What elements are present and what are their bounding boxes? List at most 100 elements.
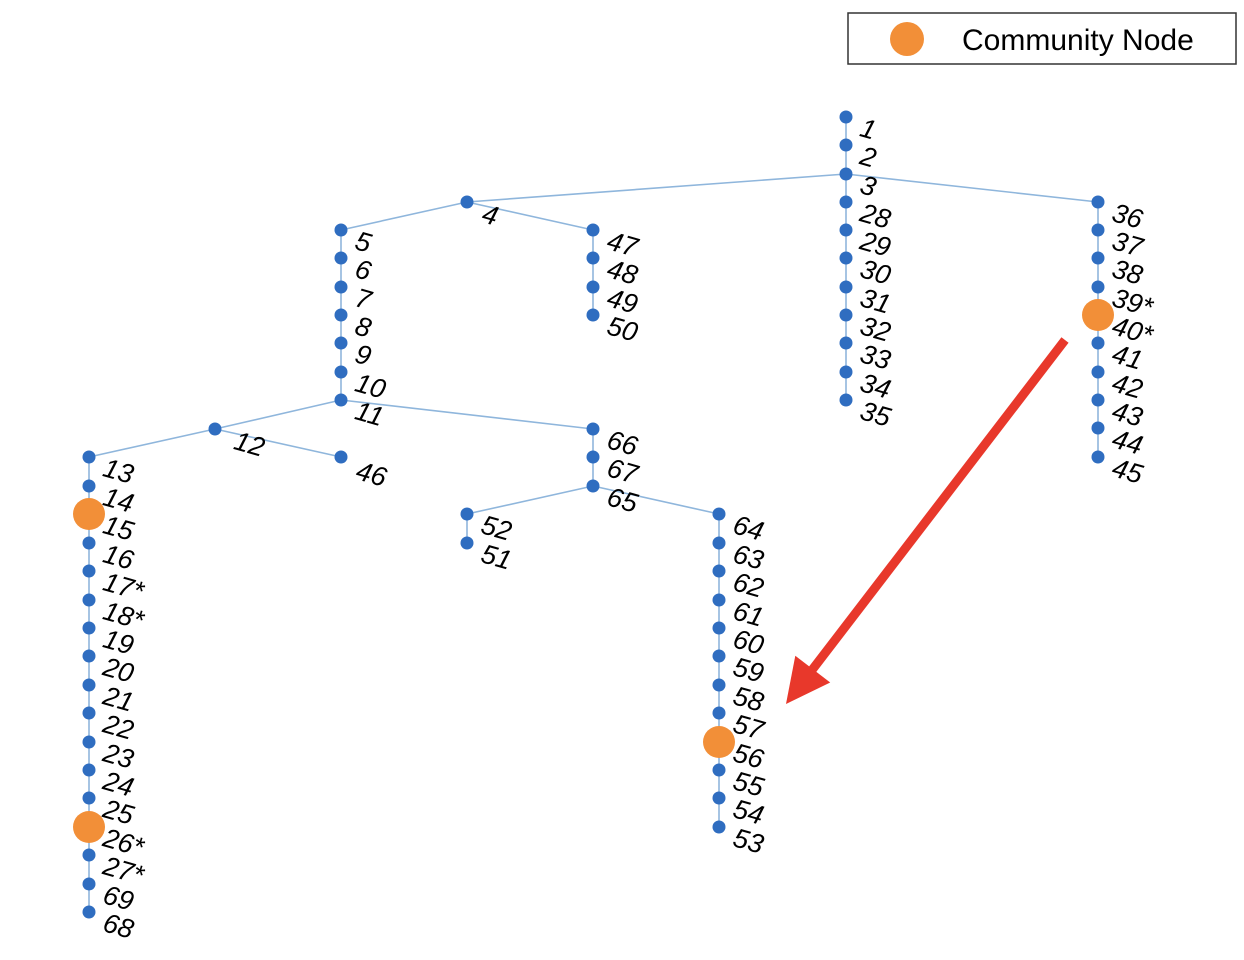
node-45 [1091,450,1105,464]
node-55 [712,763,726,777]
node-64 [712,507,726,521]
node-30 [839,251,853,265]
node-62 [712,564,726,578]
node-50 [586,308,600,322]
node-32 [839,308,853,322]
edge-4-47 [466,201,594,231]
edge-12-46 [214,428,342,458]
node-10 [334,365,348,379]
labels-layer: 1234567891011121314151617*18*19202122232… [99,113,1158,945]
node-28 [839,195,853,209]
node-65 [586,479,600,493]
arrow-head [786,655,831,704]
community-node-56 [703,726,735,758]
node-46 [334,450,348,464]
node-25 [82,791,96,805]
node-38 [1091,251,1105,265]
edge-12-13 [88,428,216,458]
edge-11-12 [214,399,342,430]
node-34 [839,365,853,379]
node-44 [1091,421,1105,435]
node-21 [82,678,96,692]
nodes-layer [73,110,1114,919]
node-24 [82,763,96,777]
node-label-51: 51 [478,539,515,576]
edge-11-66 [340,399,594,430]
node-label-68: 68 [100,908,137,945]
node-label-2: 2 [856,140,880,173]
node-27 [82,848,96,862]
node-54 [712,791,726,805]
node-37 [1091,223,1105,237]
node-3 [839,167,853,181]
node-label-46: 46 [353,456,391,493]
node-label-12: 12 [231,426,268,463]
node-69 [82,877,96,891]
node-16 [82,536,96,550]
edge-4-5 [340,201,468,231]
edge-3-4 [466,173,847,203]
edge-3-36 [845,173,1099,203]
node-5 [334,223,348,237]
node-58 [712,678,726,692]
node-4 [460,195,474,209]
node-59 [712,649,726,663]
node-39 [1091,280,1105,294]
community-node-15 [73,498,105,530]
node-6 [334,251,348,265]
node-52 [460,507,474,521]
edge-65-64 [592,485,720,515]
community-node-40 [1082,299,1114,331]
legend-community-marker [890,22,924,56]
node-60 [712,621,726,635]
node-22 [82,706,96,720]
node-9 [334,336,348,350]
node-48 [586,251,600,265]
node-31 [839,280,853,294]
node-label-6: 6 [352,254,376,287]
legend: Community Node [847,12,1237,65]
node-61 [712,593,726,607]
node-42 [1091,365,1105,379]
node-29 [839,223,853,237]
legend-label: Community Node [962,24,1194,57]
node-19 [82,621,96,635]
node-67 [586,450,600,464]
node-17 [82,564,96,578]
node-7 [334,280,348,294]
node-13 [82,450,96,464]
node-63 [712,536,726,550]
node-51 [460,536,474,550]
node-41 [1091,336,1105,350]
node-label-53: 53 [730,823,767,860]
node-57 [712,706,726,720]
node-2 [839,138,853,152]
node-label-45: 45 [1109,453,1147,490]
node-35 [839,393,853,407]
node-18 [82,593,96,607]
edge-65-52 [466,485,594,515]
community-node-26 [73,811,105,843]
node-8 [334,308,348,322]
node-49 [586,280,600,294]
node-36 [1091,195,1105,209]
node-label-50: 50 [604,311,641,348]
node-33 [839,336,853,350]
node-label-9: 9 [352,339,375,372]
node-66 [586,422,600,436]
node-23 [82,735,96,749]
node-label-4: 4 [479,199,502,232]
node-label-65: 65 [604,482,642,519]
node-label-35: 35 [857,396,895,433]
node-1 [839,110,853,124]
node-43 [1091,393,1105,407]
highlight-arrow [786,337,1069,704]
arrow-shaft [806,337,1069,675]
node-20 [82,649,96,663]
node-68 [82,905,96,919]
node-12 [208,422,222,436]
node-53 [712,820,726,834]
node-14 [82,479,96,493]
node-11 [334,393,348,407]
